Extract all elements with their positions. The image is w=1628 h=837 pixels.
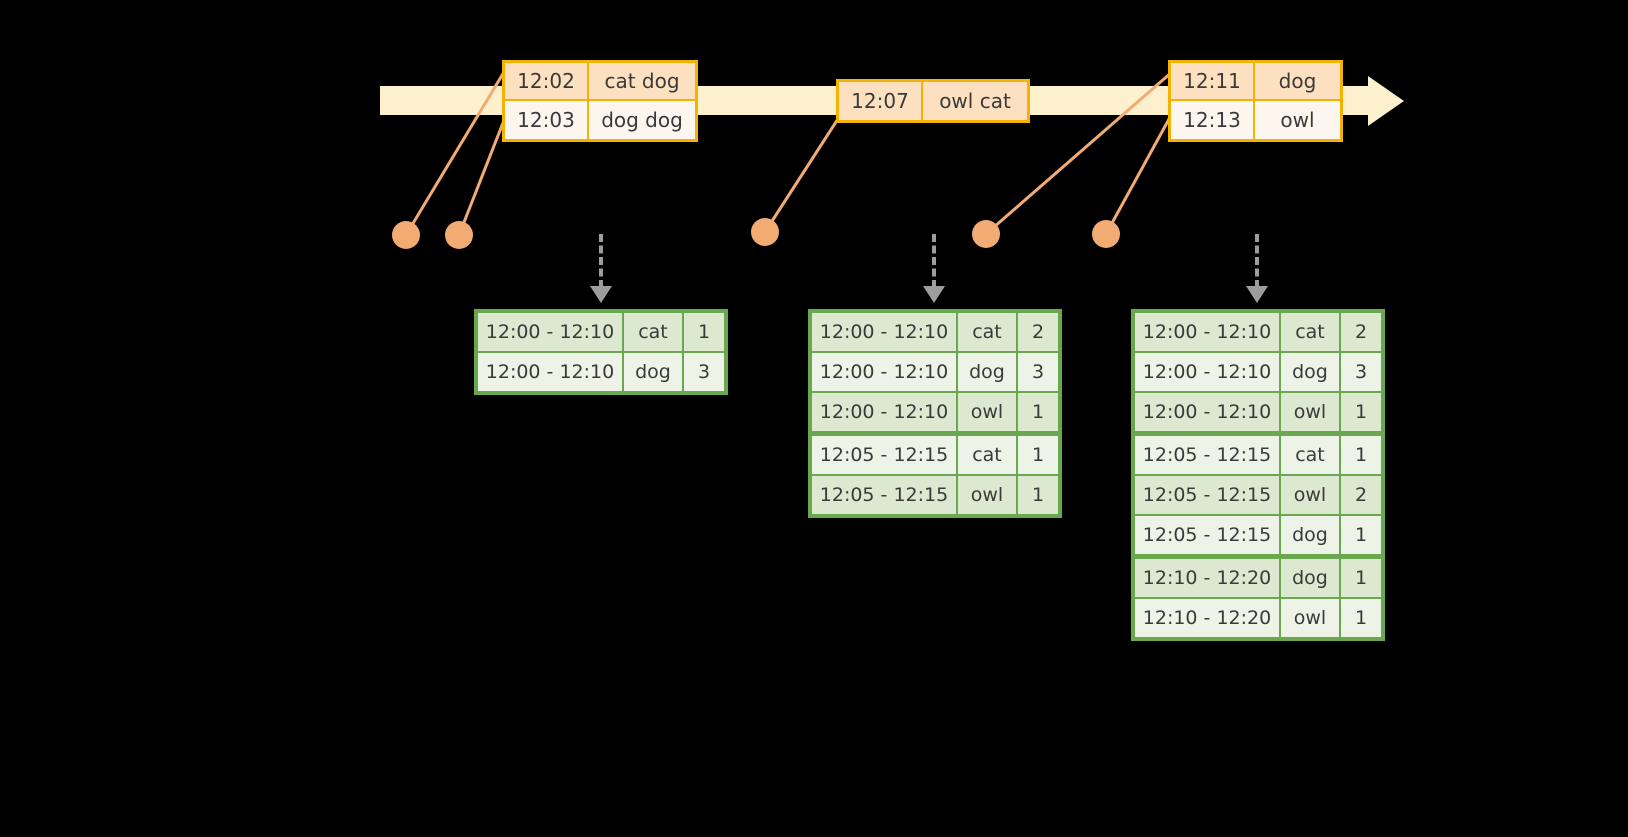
event-words: owl cat [923,82,1027,120]
trigger-arrow-2 [923,234,945,304]
cell-window: 12:00 - 12:10 [478,313,622,351]
cell-key: dog [1281,353,1339,391]
cell-key: cat [624,313,682,351]
cell-count: 1 [1341,559,1381,597]
cell-window: 12:00 - 12:10 [1135,353,1279,391]
cell-count: 1 [1018,393,1058,431]
cell-key: owl [1281,393,1339,431]
trigger-arrow-3 [1246,234,1268,304]
trigger-arrow-1 [590,234,612,304]
cell-window: 12:00 - 12:10 [1135,393,1279,431]
cell-count: 2 [1018,313,1058,351]
event-row: 12:07 owl cat [839,82,1027,120]
cell-count: 1 [1341,516,1381,554]
cell-key: owl [958,393,1016,431]
event-box-2[interactable]: 12:07 owl cat [836,79,1030,123]
cell-count: 3 [1018,353,1058,391]
event-box-3[interactable]: 12:11 dog 12:13 owl [1168,60,1343,142]
event-time: 12:03 [505,101,589,139]
cell-window: 12:10 - 12:20 [1135,559,1279,597]
cell-count: 2 [1341,313,1381,351]
cell-window: 12:10 - 12:20 [1135,599,1279,637]
cell-key: dog [1281,516,1339,554]
cell-key: owl [1281,599,1339,637]
cell-count: 1 [1341,436,1381,474]
event-words: cat dog [589,63,695,99]
event-words: owl [1255,101,1340,139]
event-time: 12:13 [1171,101,1255,139]
cell-key: cat [958,313,1016,351]
cell-window: 12:00 - 12:10 [1135,313,1279,351]
event-row: 12:11 dog [1171,63,1340,101]
cell-key: dog [1281,559,1339,597]
cell-window: 12:05 - 12:15 [1135,476,1279,514]
cell-count: 1 [684,313,724,351]
cell-window: 12:05 - 12:15 [812,476,956,514]
cell-window: 12:05 - 12:15 [812,436,956,474]
cell-key: dog [958,353,1016,391]
cell-window: 12:00 - 12:10 [812,313,956,351]
cell-window: 12:00 - 12:10 [812,353,956,391]
cell-key: owl [1281,476,1339,514]
cell-count: 1 [1341,393,1381,431]
event-words: dog dog [589,101,695,139]
cell-key: owl [958,476,1016,514]
cell-count: 1 [1018,436,1058,474]
cell-window: 12:00 - 12:10 [478,353,622,391]
cell-count: 1 [1018,476,1058,514]
event-time: 12:02 [505,63,589,99]
cell-count: 3 [684,353,724,391]
event-row: 12:03 dog dog [505,101,695,139]
cell-window: 12:00 - 12:10 [812,393,956,431]
cell-key: cat [1281,436,1339,474]
cell-window: 12:05 - 12:15 [1135,436,1279,474]
event-time: 12:07 [839,82,923,120]
cell-key: cat [958,436,1016,474]
timeline-arrowhead-icon [1368,76,1404,126]
cell-key: dog [624,353,682,391]
event-row: 12:02 cat dog [505,63,695,101]
cell-count: 3 [1341,353,1381,391]
cell-count: 2 [1341,476,1381,514]
event-box-1[interactable]: 12:02 cat dog 12:03 dog dog [502,60,698,142]
event-words: dog [1255,63,1340,99]
cell-key: cat [1281,313,1339,351]
event-time: 12:11 [1171,63,1255,99]
cell-count: 1 [1341,599,1381,637]
event-row: 12:13 owl [1171,101,1340,139]
cell-window: 12:05 - 12:15 [1135,516,1279,554]
